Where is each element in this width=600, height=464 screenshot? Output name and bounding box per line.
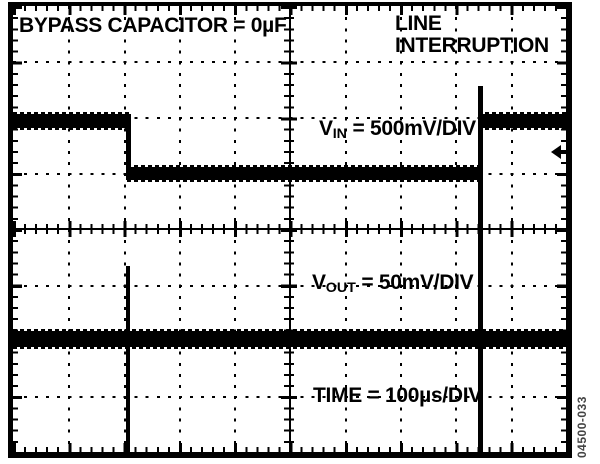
vin-subscript: IN	[332, 126, 347, 143]
vout-subscript: OUT	[325, 280, 356, 297]
vout-scale-value: = 50mV/DIV	[355, 271, 474, 294]
vin-vout-recovery-transient-spike	[478, 86, 483, 452]
vin-scale-value: = 500mV/DIV	[347, 117, 477, 140]
oscilloscope-graticule: BYPASS CAPACITOR = 0µF LINE INTERRUPTION…	[8, 2, 572, 458]
vin-scale-label: VIN = 500mV/DIV	[319, 118, 476, 145]
time-scale-label: TIME = 100µs/DIV	[313, 384, 482, 407]
line-interruption-label-line1: LINE	[395, 12, 442, 35]
line-interruption-label: LINE INTERRUPTION	[395, 13, 549, 57]
figure-number: 04500-033	[575, 396, 589, 458]
vertical-center-axis	[289, 6, 291, 452]
bypass-capacitor-label: BYPASS CAPACITOR = 0µF	[19, 14, 287, 37]
trace-reference-arrow-icon	[551, 145, 561, 159]
trace-reference-arrow-tail	[561, 150, 566, 154]
vin-trace-high-left	[13, 112, 131, 130]
vin-symbol: V	[319, 117, 333, 140]
vout-scale-label: VOUT = 50mV/DIV	[312, 271, 474, 299]
vout-interruption-transient-spike	[126, 266, 130, 452]
vin-trace-high-right	[478, 112, 566, 130]
vin-trace-falling-edge	[126, 114, 131, 180]
vout-trace	[13, 329, 566, 349]
vin-trace-low-segment	[127, 165, 482, 182]
vout-symbol: V	[312, 271, 326, 294]
line-interruption-label-line2: INTERRUPTION	[395, 34, 549, 57]
